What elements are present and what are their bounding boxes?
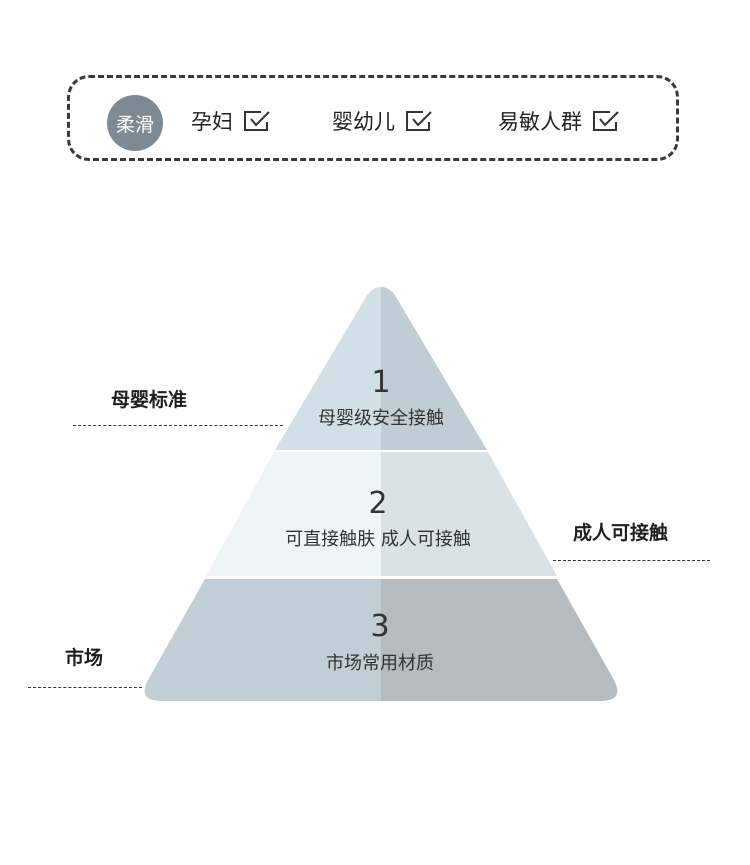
tier-1-text: 母婴级安全接触 [318, 408, 444, 429]
label-market: 市场 [65, 647, 104, 669]
smooth-badge: 柔滑 [107, 95, 163, 151]
tier-3-number: 3 [370, 609, 389, 644]
options-box [67, 75, 679, 161]
option-label: 婴幼儿 [332, 110, 395, 134]
badge-label: 柔滑 [115, 113, 154, 136]
label-adult-contact: 成人可接触 [573, 522, 669, 544]
option-pregnant: 孕妇 [191, 106, 271, 136]
option-infant: 婴幼儿 [332, 106, 433, 136]
option-sensitive: 易敏人群 [498, 106, 620, 136]
tier-2-number: 2 [368, 486, 387, 521]
dashed-line [73, 425, 283, 426]
tier-1-right [381, 287, 487, 450]
tier-1-number: 1 [371, 365, 390, 400]
option-label: 孕妇 [191, 110, 233, 134]
tier-3-left [144, 579, 381, 701]
tier-1-left [275, 287, 381, 450]
dashed-line [28, 687, 142, 688]
dashed-line [553, 560, 710, 561]
option-label: 易敏人群 [498, 110, 582, 134]
checkbox-checked-icon [244, 111, 270, 131]
label-maternal-standard: 母婴标准 [111, 389, 188, 411]
tier-3-right [381, 579, 618, 701]
checkbox-checked-icon [593, 111, 619, 131]
tier-2-right [381, 452, 557, 576]
checkbox-checked-icon [406, 111, 432, 131]
tier-3-text: 市场常用材质 [326, 653, 434, 674]
tier-2-text: 可直接触肤 成人可接触 [285, 529, 471, 550]
tier-2-left [206, 452, 381, 576]
